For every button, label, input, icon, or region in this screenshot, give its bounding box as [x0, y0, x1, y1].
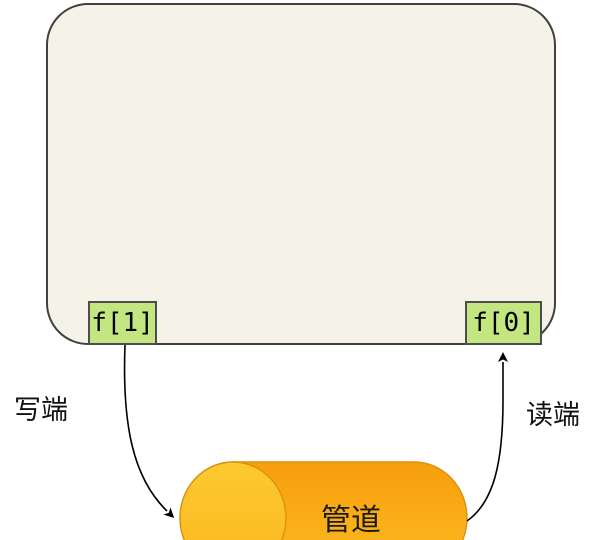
read-end-label: 读端	[526, 400, 580, 431]
write-fd-box: f[1]	[88, 301, 157, 345]
read-fd-label: f[0]	[472, 308, 535, 338]
write-fd-label: f[1]	[91, 308, 154, 338]
write-end-label: 写端	[14, 395, 68, 426]
read-fd-box: f[0]	[465, 301, 542, 345]
pipe-cylinder-cap	[179, 461, 287, 540]
write-end-arrow	[123, 344, 175, 518]
process-box	[46, 3, 556, 345]
read-end-arrow	[466, 352, 508, 522]
pipe-label: 管道	[321, 503, 381, 538]
